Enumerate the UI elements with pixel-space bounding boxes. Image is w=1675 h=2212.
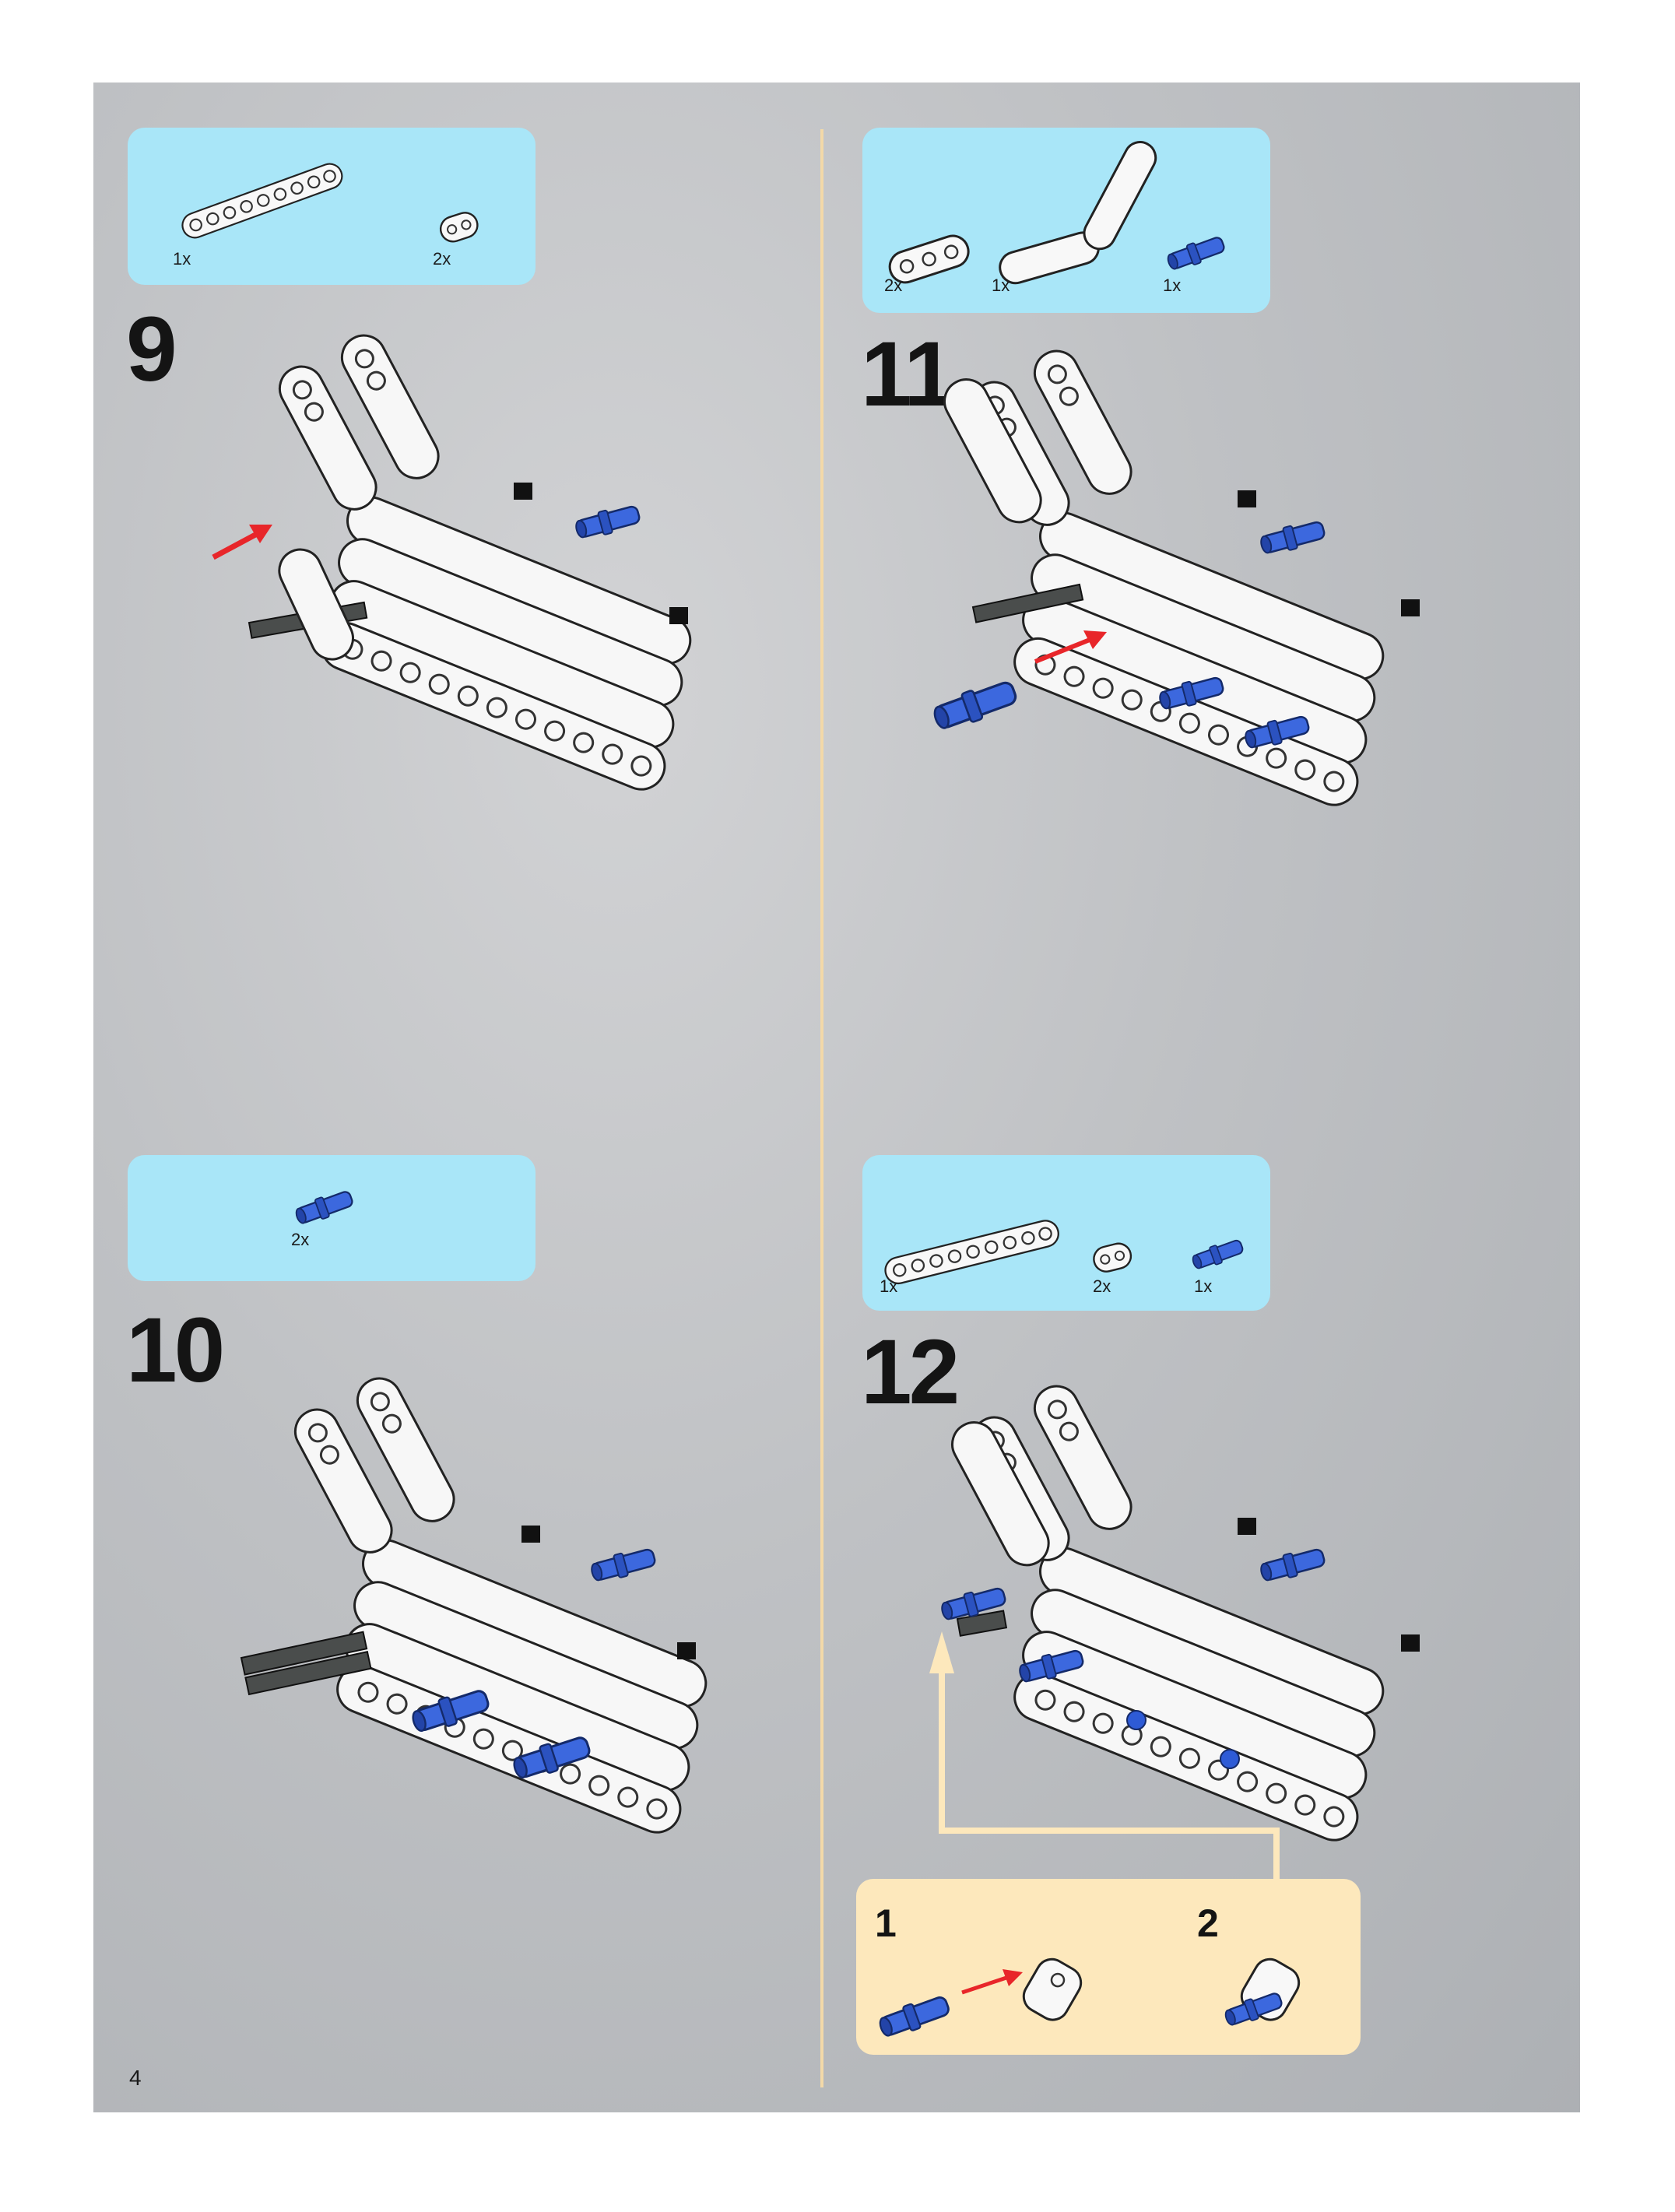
beam-9-hole-icon	[881, 1217, 1062, 1287]
insert-arrow-icon	[1034, 630, 1107, 664]
step-11-model-illustration	[929, 342, 1420, 813]
blue-pin-icon	[292, 1186, 356, 1228]
angled-beam-icon	[999, 141, 1157, 285]
step-10-model-illustration	[240, 1369, 736, 1841]
part-qty: 1x	[992, 276, 1010, 295]
part-qty: 1x	[1194, 1276, 1213, 1296]
step-number: 9	[126, 298, 177, 401]
arrow-up-icon	[929, 1631, 954, 1673]
substep-callout: 1 2	[856, 1879, 1361, 2055]
column-divider	[820, 129, 823, 2087]
parts-box-step-9: 1x 2x	[128, 128, 536, 285]
part-qty: 1x	[880, 1276, 898, 1296]
insert-arrow-icon	[961, 1975, 1010, 1995]
step-9-model-illustration	[212, 326, 721, 798]
beam-9-hole-icon	[177, 160, 346, 242]
parts-box-step-10: 2x	[128, 1155, 536, 1281]
blue-pin-icon	[1164, 232, 1227, 274]
step-12-model-illustration	[938, 1377, 1420, 1849]
part-qty: 1x	[173, 249, 191, 269]
callout-leader-line	[929, 1631, 1280, 1880]
part-qty: 2x	[291, 1230, 310, 1249]
page-number: 4	[129, 2066, 142, 2090]
connector-2-hole-icon	[436, 208, 482, 246]
connector-2-hole-icon	[1090, 1240, 1135, 1276]
part-qty: 2x	[884, 276, 903, 295]
step-number: 12	[861, 1321, 960, 1424]
part-qty: 2x	[433, 249, 451, 269]
parts-box-step-12: 1x 2x 1x	[862, 1155, 1270, 1311]
substep-number: 1	[875, 1901, 897, 1945]
substep-2-illustration	[1221, 1957, 1301, 2030]
beam-3-hole-icon	[888, 234, 970, 284]
part-qty: 2x	[1093, 1276, 1111, 1296]
substep-1-illustration	[876, 1957, 1083, 2042]
part-qty: 1x	[1163, 276, 1182, 295]
blue-pin-icon	[1189, 1236, 1246, 1273]
step-number: 11	[861, 323, 955, 426]
step-number: 10	[126, 1299, 225, 1402]
substep-number: 2	[1197, 1901, 1219, 1945]
parts-box-step-11: 2x 1x 1x	[862, 128, 1270, 313]
insert-arrow-icon	[212, 525, 272, 560]
